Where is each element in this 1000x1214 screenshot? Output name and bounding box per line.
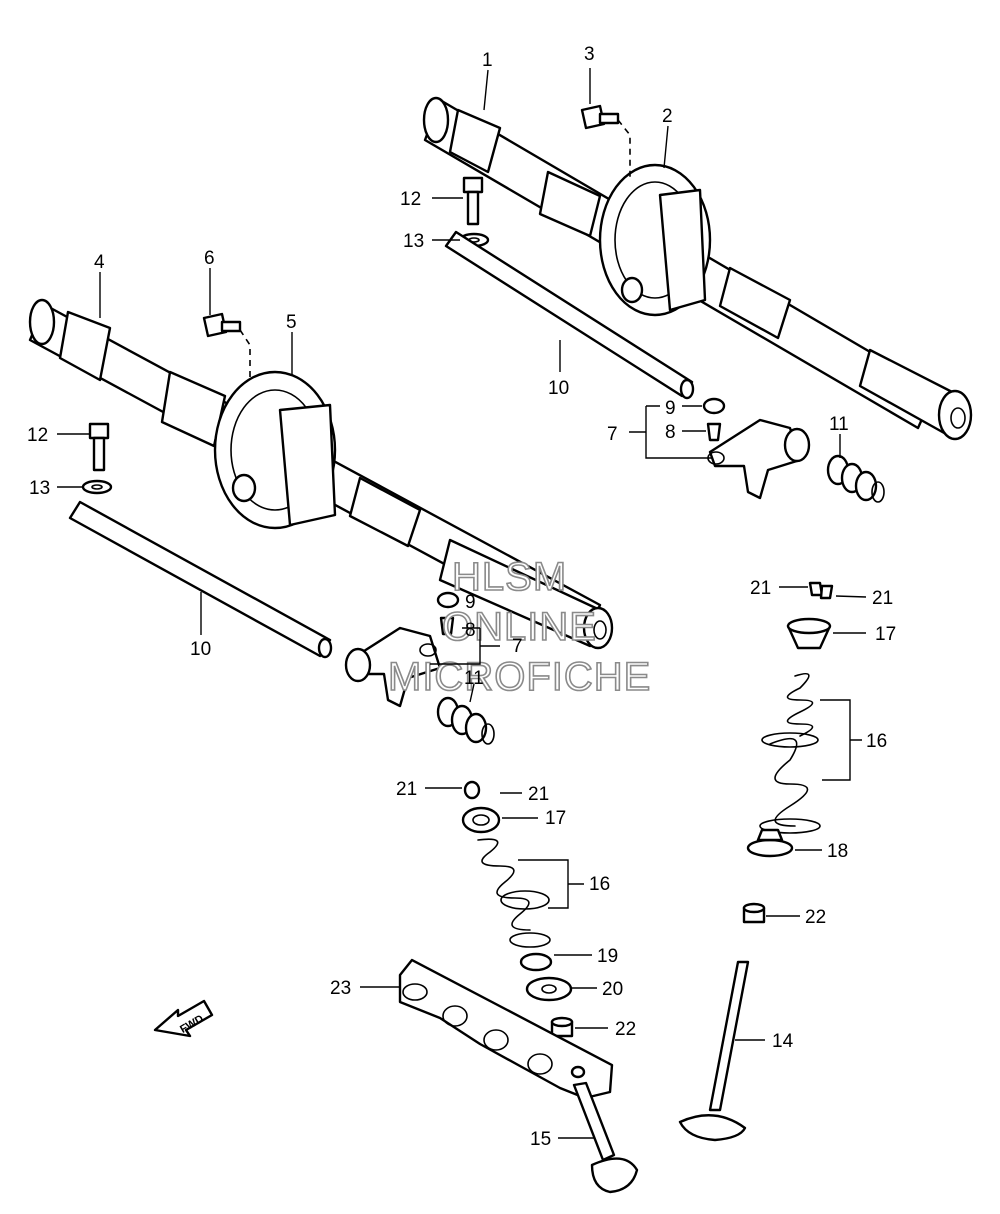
rocker-arm-lower (344, 626, 442, 708)
callout-8-upper: 8 (665, 422, 676, 443)
valve-exhaust (678, 960, 750, 1142)
rocker-spring-lower (436, 696, 495, 745)
callout-21-right-a: 21 (750, 578, 771, 599)
callout-16-right: 16 (866, 731, 887, 752)
watermark: HLSM ONLINE MICROFICHE (387, 554, 651, 700)
callout-10-lower: 10 (190, 639, 211, 660)
callout-1: 1 (482, 50, 493, 71)
callout-7-lower: 7 (512, 636, 523, 657)
callout-9-lower: 9 (465, 592, 476, 613)
valve-intake (572, 1081, 639, 1194)
rocker-arm-shaft-upper (444, 230, 695, 400)
rocker-shaft-bolt-upper (462, 176, 484, 226)
rocker-arm-shaft-lower (68, 500, 333, 659)
callout-10-upper: 10 (548, 378, 569, 399)
cylinder-head-plate (398, 958, 614, 1100)
valve-cotter-left (463, 780, 481, 800)
callout-21-right-b: 21 (872, 588, 893, 609)
callout-17-right: 17 (875, 624, 896, 645)
callout-23: 23 (330, 978, 351, 999)
callout-13-upper: 13 (403, 231, 424, 252)
callout-17-left: 17 (545, 808, 566, 829)
sprocket-bolt-lower (202, 312, 251, 380)
callout-5: 5 (286, 312, 297, 333)
callout-12-lower: 12 (27, 425, 48, 446)
callout-22-left: 22 (615, 1019, 636, 1040)
spring-seat-right (746, 828, 794, 858)
valve-stem-seal-left (550, 1016, 574, 1038)
callout-20: 20 (602, 979, 623, 1000)
spring-retainer-right (786, 617, 832, 650)
callout-2: 2 (662, 106, 673, 127)
callout-13-lower: 13 (29, 478, 50, 499)
callout-7-upper: 7 (607, 424, 618, 445)
spring-retainer-left (461, 806, 501, 834)
callout-18: 18 (827, 841, 848, 862)
sprocket-bolt-upper (580, 104, 631, 180)
callout-22-right: 22 (805, 907, 826, 928)
watermark-line-2: ONLINE (442, 605, 597, 649)
forward-direction-arrow: FWD (153, 999, 214, 1038)
callout-14: 14 (772, 1031, 794, 1052)
washer-lower (81, 479, 113, 495)
callout-6: 6 (204, 248, 215, 269)
callout-11-lower: 11 (464, 668, 484, 689)
valve-spring-right (759, 672, 821, 834)
valve-spring-left (477, 838, 551, 948)
callout-4: 4 (94, 252, 105, 273)
cam-sprocket-lower (213, 370, 337, 530)
leader-lines (57, 68, 867, 1139)
callout-3: 3 (584, 44, 595, 65)
valve-stem-seal-right (742, 902, 766, 924)
callout-16-left: 16 (589, 874, 610, 895)
watermark-line-1: HLSM (452, 555, 567, 599)
rocker-spring-upper (826, 454, 885, 503)
callout-numbers: 1 2 3 4 5 6 7 7 8 8 9 9 10 10 11 11 12 1… (27, 44, 896, 1150)
callout-12-upper: 12 (400, 189, 421, 210)
callout-15: 15 (530, 1129, 551, 1150)
valve-cotter-right (808, 581, 834, 600)
adjuster-screw-upper (706, 422, 722, 442)
rocker-shaft-bolt-lower (88, 422, 110, 472)
callout-19: 19 (597, 946, 618, 967)
lock-nut-lower (436, 591, 460, 609)
callout-21-left-b: 21 (528, 784, 549, 805)
callout-9-upper: 9 (665, 398, 676, 419)
adjuster-screw-lower (439, 616, 455, 636)
watermark-line-3: MICROFICHE (388, 655, 651, 699)
callout-8-lower: 8 (465, 620, 476, 641)
spring-seat-left (525, 976, 573, 1002)
callout-21-left-a: 21 (396, 779, 417, 800)
rocker-arm-upper (707, 418, 811, 500)
lock-nut-upper (702, 397, 726, 415)
spring-seat-inner-left (519, 952, 553, 972)
cam-sprocket-upper (598, 163, 712, 317)
callout-11-upper: 11 (829, 414, 849, 435)
